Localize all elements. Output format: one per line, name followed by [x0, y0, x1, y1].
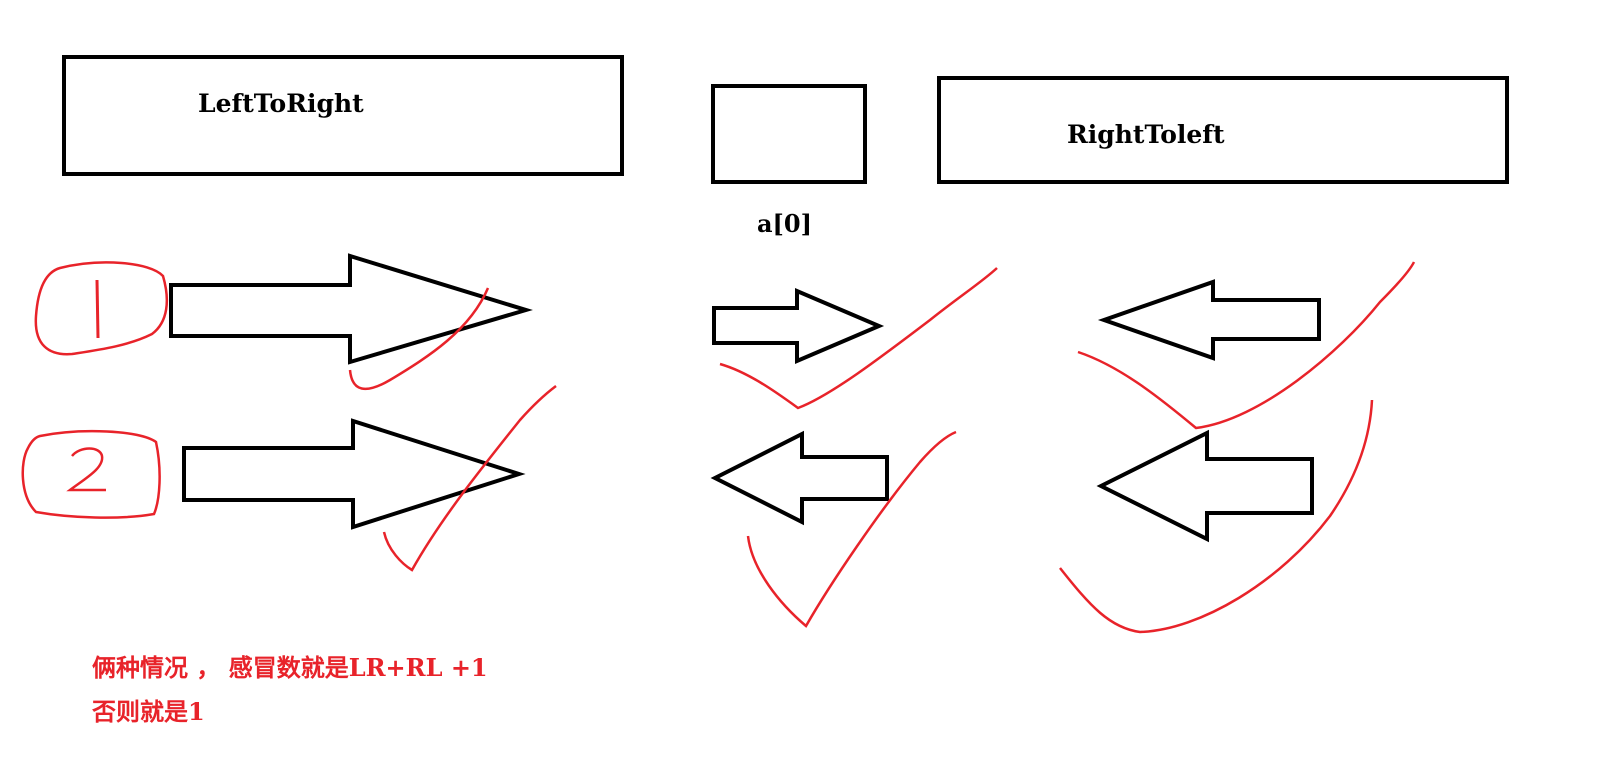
- right-to-left-label: RightToleft: [1067, 120, 1225, 149]
- check-mark-icon: [746, 430, 957, 628]
- case-1-right-left-arrow: [1097, 279, 1321, 361]
- left-to-right-box: LeftToRight: [62, 55, 624, 176]
- case-2-marker: 2: [21, 429, 161, 519]
- case-1-marker: 1: [34, 261, 169, 356]
- check-mark-icon: [1077, 261, 1416, 430]
- middle-element-box: [711, 84, 867, 184]
- conclusion-note-line-1: 俩种情况 ， 感冒数就是LR+RL +1: [92, 653, 488, 682]
- case-1-middle-right-arrow: [712, 287, 885, 365]
- case-1-left-right-arrow: [169, 253, 533, 365]
- middle-element-index-label: a[0]: [757, 209, 812, 238]
- check-mark-icon: [348, 287, 490, 391]
- right-to-left-box: RightToleft: [937, 76, 1509, 184]
- conclusion-note-line-2: 否则就是1: [92, 697, 205, 726]
- case-2-middle-left-arrow: [710, 430, 889, 526]
- case-2-right-left-arrow: [1096, 429, 1314, 543]
- check-mark-icon: [382, 385, 557, 572]
- check-mark-icon: [719, 267, 998, 410]
- check-mark-icon: [1059, 399, 1374, 634]
- left-to-right-label: LeftToRight: [198, 89, 364, 118]
- case-2-left-right-arrow: [182, 418, 526, 530]
